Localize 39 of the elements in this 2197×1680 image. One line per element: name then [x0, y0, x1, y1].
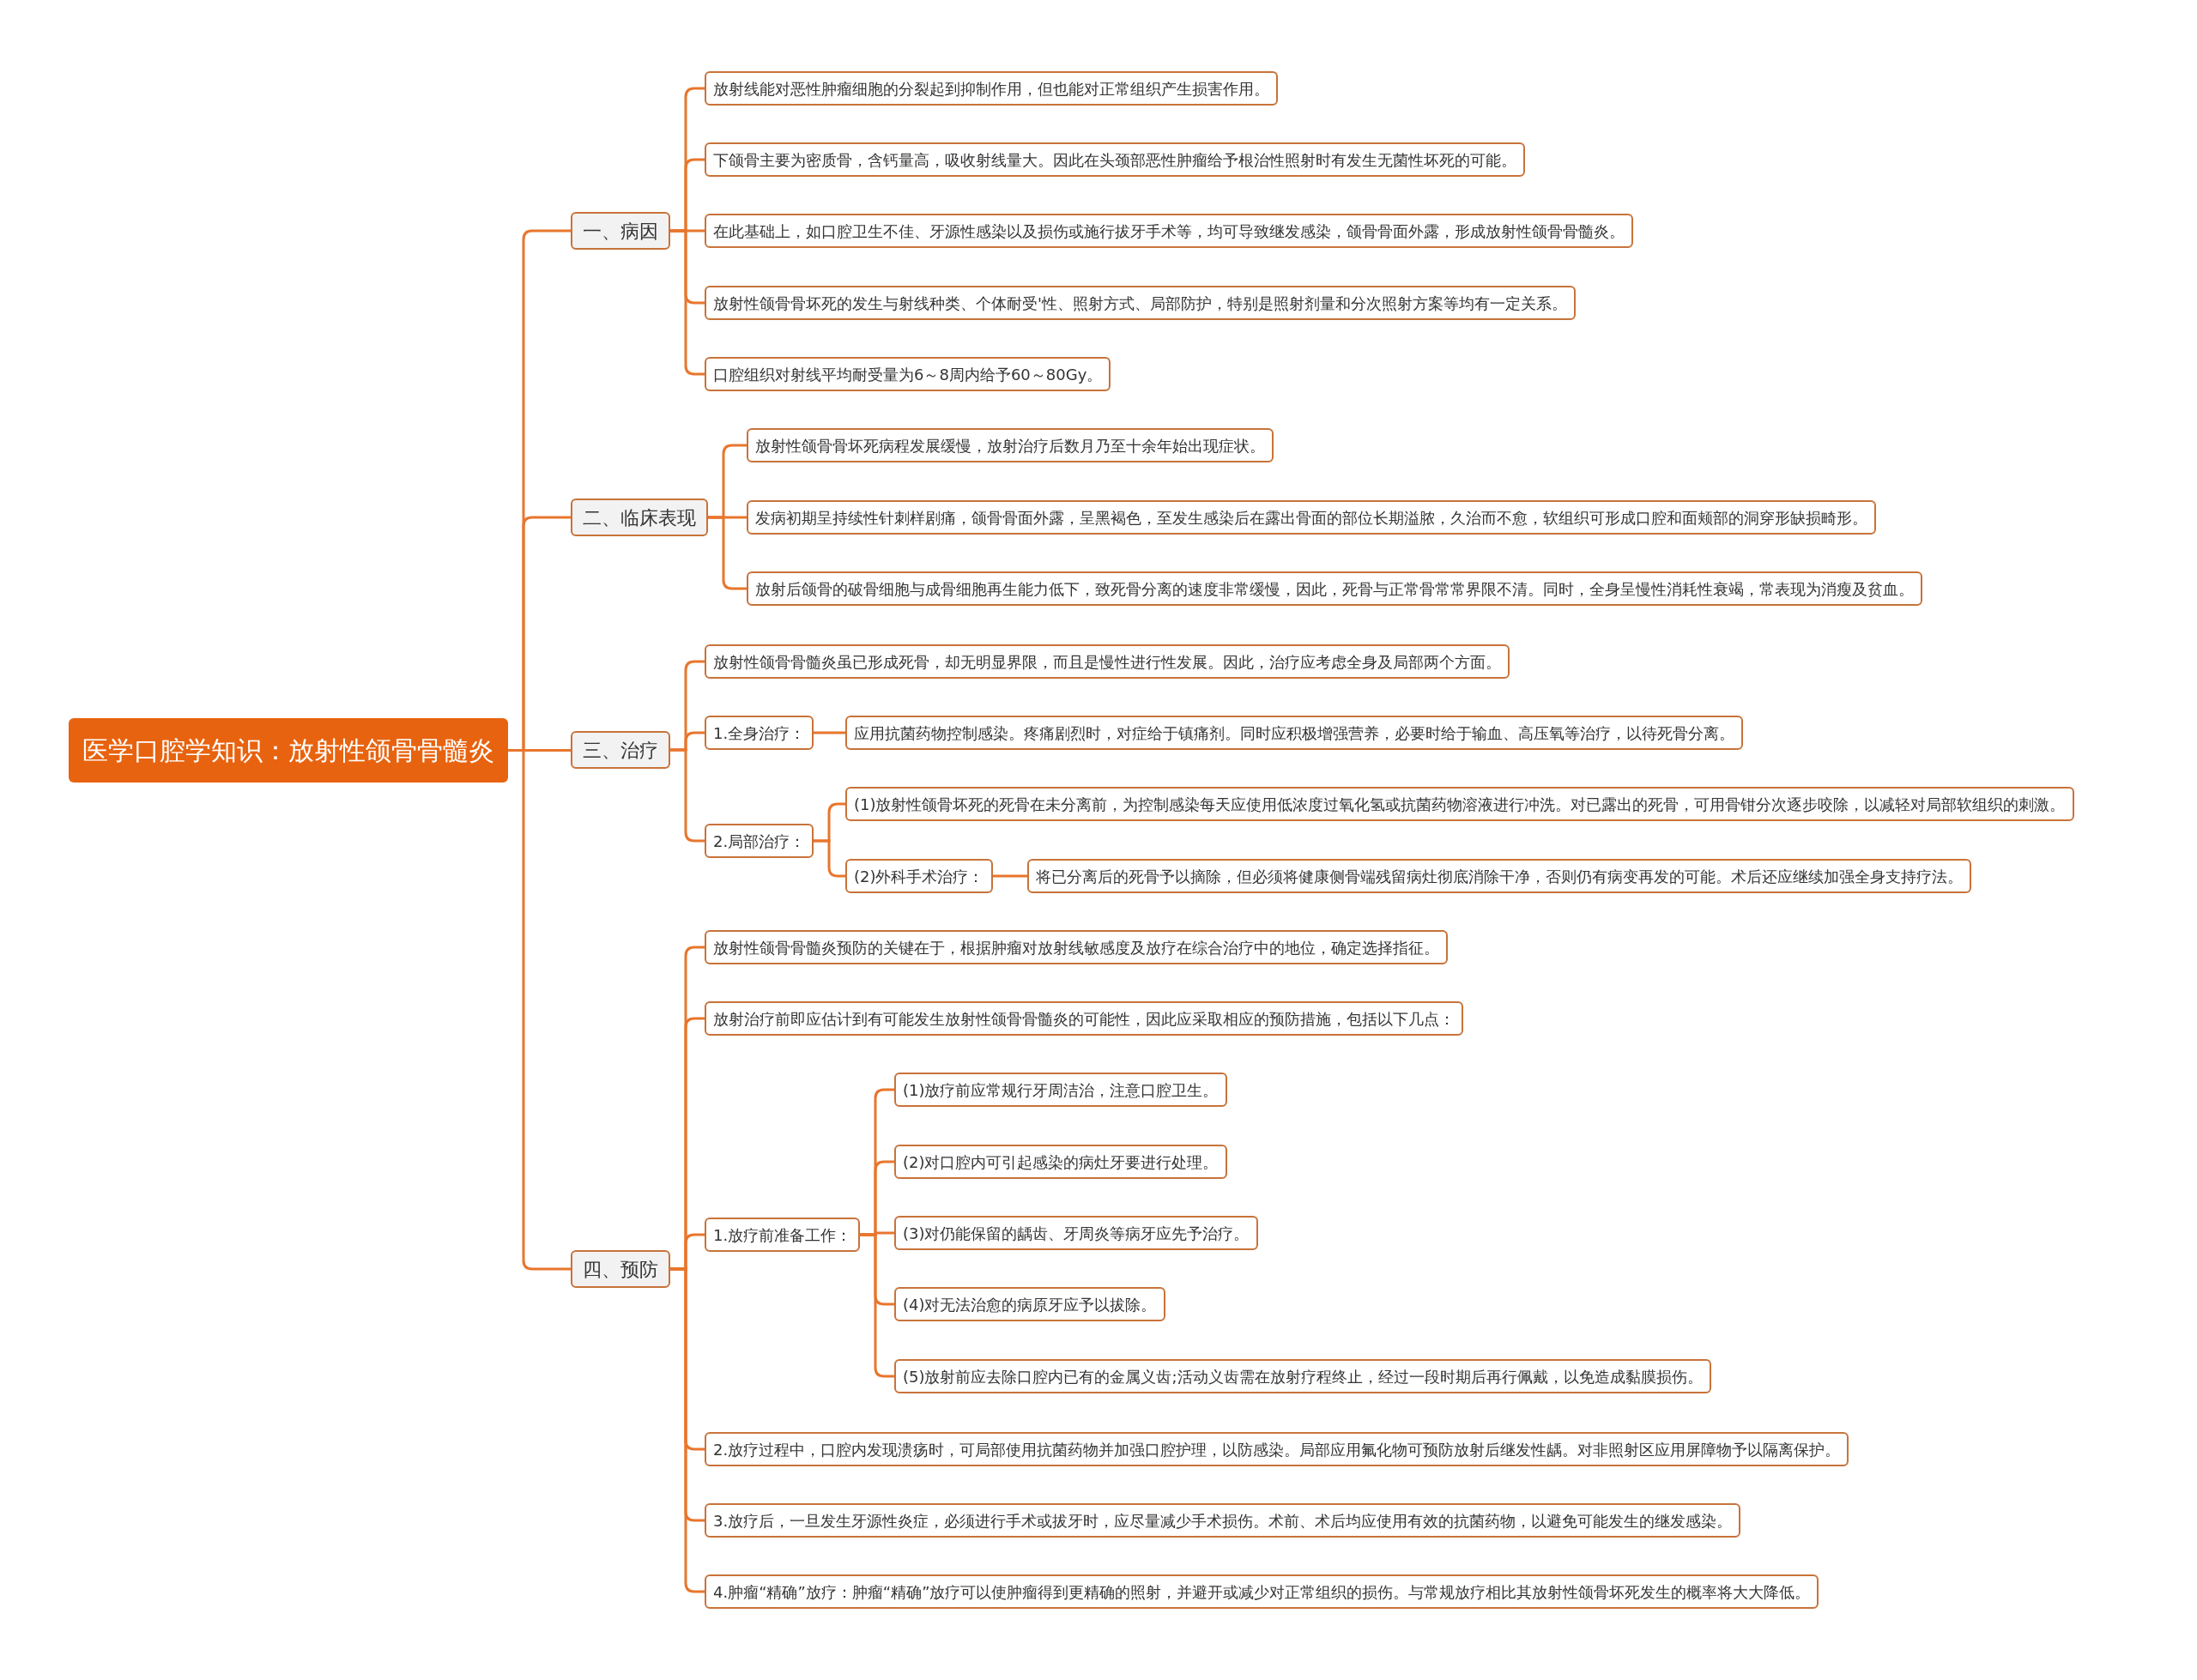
- connector-line: [860, 1233, 894, 1378]
- leaf-topic: 3.放疗后，一旦发生牙源性炎症，必须进行手术或拔牙时，应尽量减少手术损伤。术前、术后均应使用有效的抗菌药物，以避免可能发生的继发感染。: [705, 1503, 1741, 1538]
- branch-topic: 一、病因: [571, 212, 670, 250]
- central-topic: 医学口腔学知识：放射性颌骨骨髓炎: [69, 717, 508, 783]
- leaf-topic: 下颌骨主要为密质骨，含钙量高，吸收射线量大。因此在头颈部恶性肿瘤给予根治性照射时有发生无菌性坏死的可能。: [705, 142, 1525, 177]
- leaf-topic: 放射性颌骨骨坏死病程发展缓慢，放射治疗后数月乃至十余年始出现症状。: [747, 428, 1274, 462]
- leaf-topic: 2.放疗过程中，口腔内发现溃疡时，可局部使用抗菌药物并加强口腔护理，以防感染。局部应用氟化物可预防放射后继发性龋。对非照射区应用屏障物予以隔离保护。: [705, 1432, 1849, 1466]
- leaf-topic: 应用抗菌药物控制感染。疼痛剧烈时，对症给于镇痛剂。同时应积极增强营养，必要时给于输血、高压氧等治疗，以待死骨分离。: [845, 716, 1743, 750]
- leaf-topic: 口腔组织对射线平均耐受量为6～8周内给予60～80Gy。: [705, 357, 1111, 391]
- branch-topic: 二、临床表现: [571, 499, 708, 536]
- leaf-topic: (5)放射前应去除口腔内已有的金属义齿;活动义齿需在放射疗程终止，经过一段时期后再行佩戴，以免造成黏膜损伤。: [894, 1359, 1711, 1393]
- leaf-topic: (1)放射性颌骨坏死的死骨在未分离前，为控制感染每天应使用低浓度过氧化氢或抗菌药物溶液进行冲洗。对已露出的死骨，可用骨钳分次逐步咬除，以减轻对局部软组织的刺激。: [845, 787, 2074, 821]
- leaf-topic: 4.肿瘤“精确”放疗：肿瘤“精确”放疗可以使肿瘤得到更精确的照射，并避开或减少对正常组织的损伤。与常规放疗相比其放射性颌骨坏死发生的概率将大大降低。: [705, 1574, 1819, 1609]
- leaf-topic: (3)对仍能保留的龋齿、牙周炎等病牙应先予治疗。: [894, 1216, 1258, 1250]
- leaf-topic: 在此基础上，如口腔卫生不佳、牙源性感染以及损伤或施行拔牙手术等，均可导致继发感染，颌骨骨面外露，形成放射性颌骨骨髓炎。: [705, 214, 1633, 248]
- leaf-topic: 放射线能对恶性肿瘤细胞的分裂起到抑制作用，但也能对正常组织产生损害作用。: [705, 71, 1278, 106]
- connector-line: [814, 839, 845, 878]
- connector-line: [993, 874, 1027, 878]
- leaf-topic: 发病初期呈持续性针刺样剧痛，颌骨骨面外露，呈黑褐色，至发生感染后在露出骨面的部位长期溢脓，久治而不愈，软组织可形成口腔和面颊部的洞穿形缺损畸形。: [747, 500, 1876, 535]
- leaf-topic: 放射后颌骨的破骨细胞与成骨细胞再生能力低下，致死骨分离的速度非常缓慢，因此，死骨与正常骨常常界限不清。同时，全身呈慢性消耗性衰竭，常表现为消瘦及贫血。: [747, 571, 1922, 606]
- connector-line: [814, 731, 845, 734]
- leaf-topic: (2)对口腔内可引起感染的病灶牙要进行处理。: [894, 1145, 1227, 1179]
- leaf-topic: 放射性颌骨骨坏死的发生与射线种类、个体耐受'性、照射方式、局部防护，特别是照射剂量和分次照射方案等均有一定关系。: [705, 286, 1576, 320]
- leaf-topic: (1)放疗前应常规行牙周洁治，注意口腔卫生。: [894, 1073, 1227, 1107]
- branch-topic: 四、预防: [571, 1250, 670, 1288]
- branch-topic: 三、治疗: [571, 731, 670, 769]
- leaf-topic: (4)对无法治愈的病原牙应予以拔除。: [894, 1287, 1165, 1321]
- leaf-topic: 将已分离后的死骨予以摘除，但必须将健康侧骨端残留病灶彻底消除干净，否则仍有病变再发的可能。术后还应继续加强全身支持疗法。: [1027, 859, 1971, 893]
- leaf-topic: 放射性颌骨骨髓炎虽已形成死骨，却无明显界限，而且是慢性进行性发展。因此，治疗应考虑全身及局部两个方面。: [705, 644, 1510, 679]
- leaf-topic: 放射性颌骨骨髓炎预防的关键在于，根据肿瘤对放射线敏感度及放疗在综合治疗中的地位，确定选择指征。: [705, 930, 1448, 964]
- connector-line: [670, 748, 705, 843]
- leaf-topic: 放射治疗前即应估计到有可能发生放射性颌骨骨髓炎的可能性，因此应采取相应的预防措施，包括以下几点：: [705, 1001, 1463, 1036]
- connector-line: [670, 1267, 705, 1593]
- connector-line: [670, 229, 705, 376]
- leaf-topic: 1.全身治疗：: [705, 716, 814, 750]
- leaf-topic: 1.放疗前准备工作：: [705, 1218, 861, 1252]
- leaf-topic: 2.局部治疗：: [705, 824, 814, 858]
- leaf-topic: (2)外科手术治疗：: [845, 859, 993, 893]
- connector-line: [708, 516, 747, 590]
